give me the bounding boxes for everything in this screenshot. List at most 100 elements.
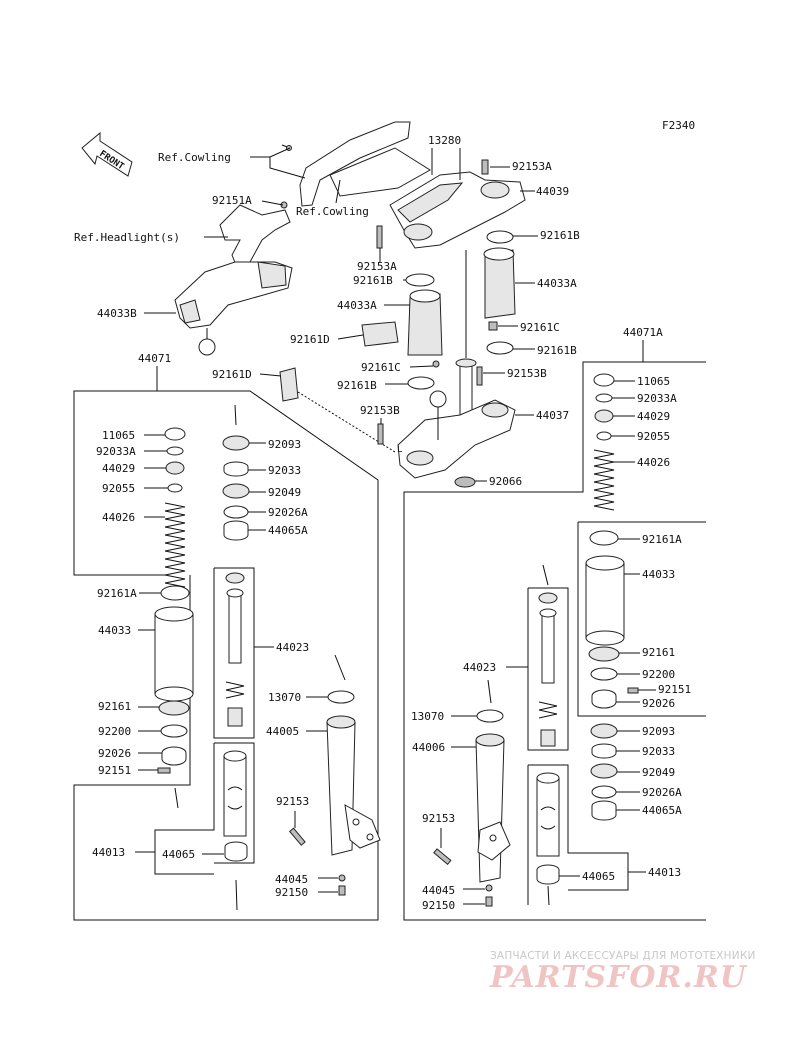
circle-A-left <box>198 338 216 356</box>
L-bolt-92153 <box>288 827 306 846</box>
L-bush-44065A <box>223 520 249 541</box>
L-label-92200: 92200 <box>98 725 131 738</box>
label-44071: 44071 <box>138 352 171 365</box>
L-ring-92033A <box>166 446 184 456</box>
label-92153B-mid: 92153B <box>360 404 400 417</box>
R-bush-44065 <box>536 864 560 885</box>
svg-text:L: L <box>397 445 402 455</box>
figure-code: F2340 <box>662 119 695 132</box>
R-tube-44013 <box>536 772 560 857</box>
pad-92161D-1 <box>361 321 399 347</box>
L-cylinder-44023 <box>225 572 245 727</box>
ring-92161B-4 <box>407 376 435 390</box>
L-label-92033: 92033 <box>268 464 301 477</box>
label-92151A: 92151A <box>212 194 252 207</box>
L-label-92150: 92150 <box>275 886 308 899</box>
L-ring-13070 <box>327 690 355 704</box>
watermark: ЗАПЧАСТИ И АКСЕССУАРЫ ДЛЯ МОТОТЕХНИКИ PA… <box>490 950 790 995</box>
R-seat-92161A <box>589 530 619 546</box>
L-cover-44033 <box>154 606 194 702</box>
R-label-92033: 92033 <box>642 745 675 758</box>
R-band-92026 <box>591 689 617 709</box>
watermark-subtitle: ЗАПЧАСТИ И АКСЕССУАРЫ ДЛЯ МОТОТЕХНИКИ <box>490 950 756 962</box>
R-label-92026A: 92026A <box>642 786 682 799</box>
R-label-92049: 92049 <box>642 766 675 779</box>
watermark-logo: PARTSFOR.RU <box>490 960 747 995</box>
L-label-44065: 44065 <box>162 848 195 861</box>
R-label-92161: 92161 <box>642 646 675 659</box>
R-label-92200: 92200 <box>642 668 675 681</box>
ring-92161B-3 <box>486 341 514 355</box>
front-arrow-icon: FRONT <box>81 131 133 177</box>
label-44033A-right: 44033A <box>537 277 577 290</box>
R-label-44065A: 44065A <box>642 804 682 817</box>
R-label-44023: 44023 <box>463 661 496 674</box>
R-bolt-92150 <box>485 896 493 907</box>
L-label-44023: 44023 <box>276 641 309 654</box>
label-92161D-1: 92161D <box>290 333 330 346</box>
R-label-92055: 92055 <box>637 430 670 443</box>
L-ring-92200 <box>160 724 188 738</box>
label-ref-cowling-1: Ref.Cowling <box>158 151 231 164</box>
R-screw-92151 <box>627 687 639 694</box>
label-44033B: 44033B <box>97 307 137 320</box>
upper-bracket-44039 <box>389 171 526 249</box>
R-clip-92033 <box>591 743 617 759</box>
L-label-92026: 92026 <box>98 747 131 760</box>
L-label-11065: 11065 <box>102 429 135 442</box>
label-13280: 13280 <box>428 134 461 147</box>
R-label-92033A: 92033A <box>637 392 677 405</box>
label-92153B-right: 92153B <box>507 367 547 380</box>
cover-44033A-left <box>407 289 443 356</box>
circle-A-center <box>429 390 447 408</box>
L-seat-92161A <box>160 585 190 601</box>
label-92161B-1: 92161B <box>540 229 580 242</box>
L-bush-44065 <box>224 841 248 862</box>
label-44033A-left: 44033A <box>337 299 377 312</box>
label-92161C-right: 92161C <box>520 321 560 334</box>
label-92161C-mid: 92161C <box>361 361 401 374</box>
L-label-92055: 92055 <box>102 482 135 495</box>
L-label-92049: 92049 <box>268 486 301 499</box>
label-ref-cowling-2: Ref.Cowling <box>296 205 369 218</box>
R-ring-92033A <box>595 393 613 403</box>
R-seal-92093 <box>590 723 618 739</box>
R-cylinder-44023 <box>538 592 558 747</box>
pad-92161D-2 <box>279 367 299 402</box>
L-label-92026A: 92026A <box>268 506 308 519</box>
R-label-44006: 44006 <box>412 741 445 754</box>
label-92161B-3: 92161B <box>537 344 577 357</box>
L-outer-tube-44005 <box>326 715 381 856</box>
R-bush-44065A <box>591 800 617 821</box>
L-washer-92049 <box>222 483 250 499</box>
label-44039: 44039 <box>536 185 569 198</box>
R-label-92151: 92151 <box>658 683 691 696</box>
R-label-92161A: 92161A <box>642 533 682 546</box>
L-screw-92151 <box>157 767 171 774</box>
R-cover-44033 <box>585 555 625 646</box>
label-92153A-top: 92153A <box>512 160 552 173</box>
R-label-44029: 44029 <box>637 410 670 423</box>
R-label-92026: 92026 <box>642 697 675 710</box>
R-outer-tube-44006 <box>475 733 511 883</box>
R-label-44045: 44045 <box>422 884 455 897</box>
L-seat-92161 <box>158 700 190 716</box>
L-cap-11065 <box>164 427 186 441</box>
L-band-92026 <box>161 746 187 766</box>
R-label-44013: 44013 <box>648 866 681 879</box>
label-92161B-2: 92161B <box>353 274 393 287</box>
L-ring-92026A <box>223 505 249 519</box>
L-label-92151: 92151 <box>98 764 131 777</box>
L-spring-44026 <box>164 502 186 588</box>
R-seat-92161 <box>588 646 620 662</box>
L-label-92161: 92161 <box>98 700 131 713</box>
R-label-92153: 92153 <box>422 812 455 825</box>
ring-92161B-1 <box>486 230 514 244</box>
R-washer-44045 <box>485 884 493 892</box>
R-washer-92049 <box>590 763 618 779</box>
L-label-13070: 13070 <box>268 691 301 704</box>
label-44037: 44037 <box>536 409 569 422</box>
R-label-44026: 44026 <box>637 456 670 469</box>
cover-44033A-right <box>483 247 516 319</box>
